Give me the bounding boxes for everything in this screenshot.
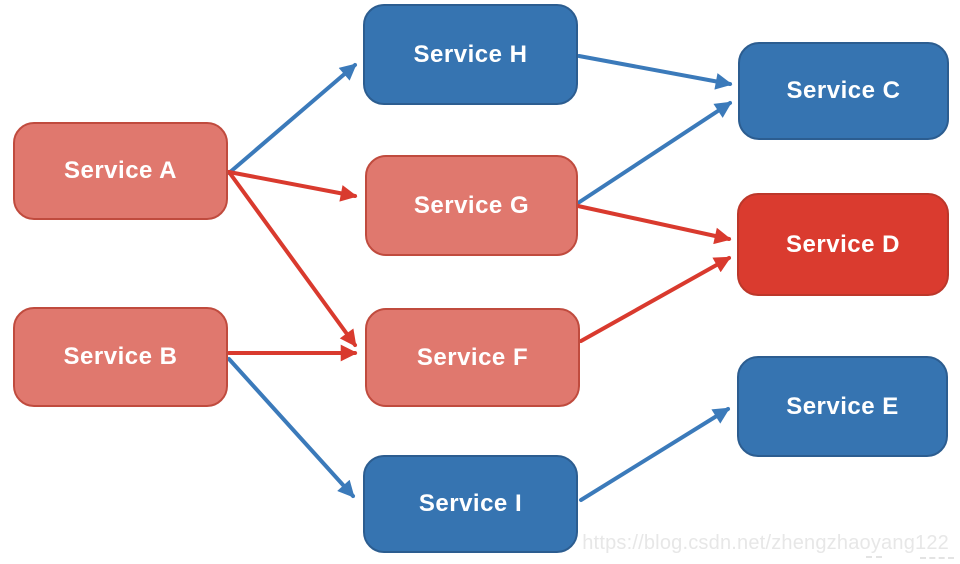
node-service-f-label: Service F [416,343,529,371]
watermark-dash [866,556,882,558]
edge-i-e [579,407,731,502]
node-service-a: Service A [13,122,228,220]
edge-a-f [227,170,357,348]
edge-h-c [577,54,733,90]
node-service-e: Service E [737,356,948,457]
node-service-b-label: Service B [63,343,178,370]
watermark-url: https://blog.csdn.net/zhengzhaoyang122 [582,532,949,554]
node-service-g-label: Service G [413,191,530,219]
node-service-c: Service C [738,42,949,140]
node-service-d-label: Service D [786,230,900,258]
node-service-i: Service I [363,455,578,553]
node-service-a-label: Service A [63,157,177,184]
node-service-i-label: Service I [418,490,523,517]
edge-a-g [227,170,358,202]
node-service-d: Service D [737,193,949,296]
edge-f-d [579,256,732,343]
edge-g-c [576,101,733,205]
node-service-e-label: Service E [786,392,899,420]
node-service-b: Service B [13,307,228,407]
node-service-c-label: Service C [786,77,901,104]
watermark-dash [920,557,954,559]
edge-g-d [576,204,732,245]
node-service-h-label: Service H [413,40,528,68]
edge-a-h [227,63,357,175]
edge-b-i [227,357,355,498]
node-service-g: Service G [365,155,578,256]
node-service-f: Service F [365,308,580,407]
node-service-h: Service H [363,4,578,105]
